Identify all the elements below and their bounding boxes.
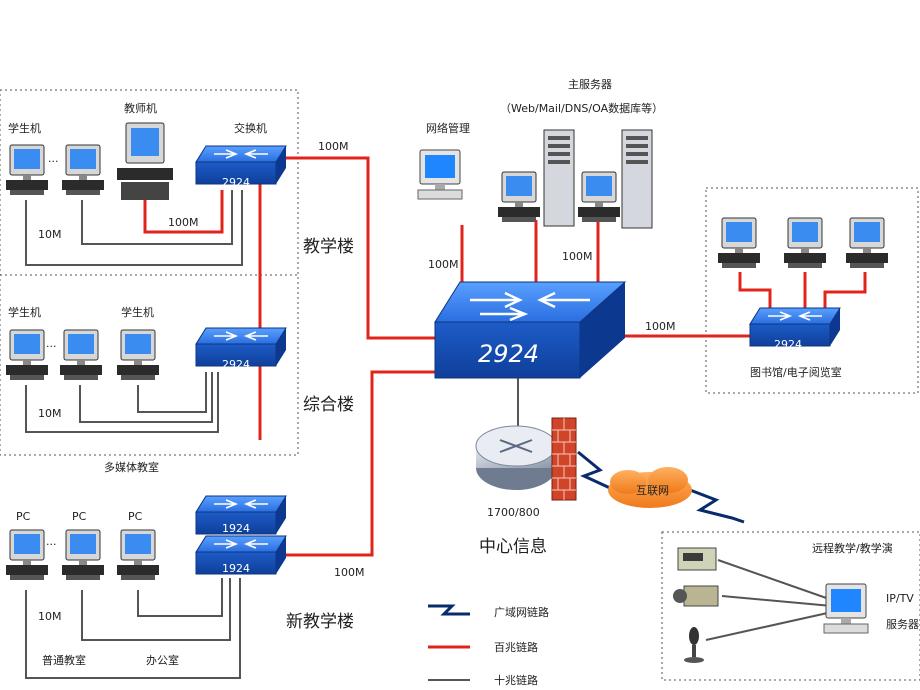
teaching-switch-model: 2924 <box>222 176 250 189</box>
student-pc-2 <box>61 144 105 196</box>
server-link-speed: 100M <box>562 250 593 263</box>
teacher-red-link <box>143 190 224 234</box>
student-pc-label-2: 学生机 <box>8 305 41 319</box>
library-switch-model: 2924 <box>774 338 802 351</box>
complex-uplink <box>286 370 440 557</box>
new-switch-bottom-model: 1924 <box>222 562 250 575</box>
remote-teaching-frame <box>661 531 920 681</box>
uplink-speed-teaching: 100M <box>318 140 349 153</box>
main-server-label: 主服务器 <box>568 78 612 91</box>
hundred-meg-links <box>143 156 867 557</box>
remote-link-3 <box>705 611 833 641</box>
library-pc-2 <box>783 217 827 269</box>
teacher-pc-label: 教师机 <box>124 101 157 115</box>
net-mgmt-pc <box>417 149 463 200</box>
gray-b2 <box>79 372 213 423</box>
ip-tv-server <box>823 583 869 634</box>
building-complex-label: 综合楼 <box>303 395 354 415</box>
building-teaching-label: 教学楼 <box>303 237 354 257</box>
microphone-icon <box>684 627 704 663</box>
server-2-monitor <box>577 171 621 223</box>
internet-label: 互联网 <box>636 484 669 497</box>
student-pc-3 <box>5 329 49 381</box>
library-frame <box>705 187 919 394</box>
library-link-speed: 100M <box>645 320 676 333</box>
legend-hundred-label: 百兆链路 <box>494 640 538 654</box>
camera-icon <box>673 585 719 607</box>
server-1 <box>543 129 575 227</box>
router <box>475 425 557 490</box>
gray-b3 <box>137 372 207 413</box>
router-model-label: 1700/800 <box>487 506 540 519</box>
ten-meg-links <box>25 190 833 679</box>
student-pc-label-1: 学生机 <box>8 121 41 135</box>
gray-c2 <box>81 578 231 641</box>
remote-teaching-label: 远程教学/教学演 <box>812 541 893 555</box>
legend-wan-label: 广域网链路 <box>494 605 549 619</box>
student-pc-label-3: 学生机 <box>121 305 154 319</box>
student-pc-5 <box>116 329 160 381</box>
remote-link-2 <box>721 595 833 607</box>
server-1-monitor <box>497 171 541 223</box>
gray-c3 <box>137 578 223 617</box>
wan-link-router-cloud <box>577 450 611 490</box>
net-mgmt-label: 网络管理 <box>426 121 470 135</box>
ellipsis-2: ··· <box>46 340 57 353</box>
internet-cloud-icon <box>608 467 692 508</box>
ellipsis-1: ··· <box>48 155 59 168</box>
wan-link-cloud-remote <box>689 488 745 524</box>
pc-label-3: PC <box>128 510 143 523</box>
teacher-link-speed: 100M <box>168 216 199 229</box>
student-link-speed-b: 10M <box>38 407 62 420</box>
server-2 <box>621 129 653 229</box>
pc-label-2: PC <box>72 510 87 523</box>
student-pc-4 <box>59 329 103 381</box>
library-label: 图书馆/电子阅览室 <box>750 365 842 379</box>
ip-tv-label: IP/TV <box>886 592 914 605</box>
ip-tv-server-label: 服务器 <box>886 618 919 631</box>
remote-link-1 <box>717 559 833 601</box>
uplink-speed-new: 100M <box>334 566 365 579</box>
office-pc-1 <box>5 529 49 581</box>
new-switch-top-model: 1924 <box>222 522 250 535</box>
core-switch <box>434 281 627 379</box>
building-new-teaching-label: 新教学楼 <box>286 612 354 632</box>
lib-pc1-link <box>738 272 772 310</box>
multimedia-room-label: 多媒体教室 <box>104 460 159 474</box>
legend-wan-swatch <box>428 604 470 616</box>
core-switch-model: 2924 <box>478 340 539 368</box>
library-pc-1 <box>717 217 761 269</box>
switch-label: 交换机 <box>234 121 267 135</box>
legend-ten-label: 十兆链路 <box>494 673 538 687</box>
complex-switch-model: 2924 <box>222 358 250 371</box>
office-pc-2 <box>61 529 105 581</box>
gray-a2 <box>81 190 233 245</box>
media-device-icon <box>677 547 717 571</box>
student-pc-1 <box>5 144 49 196</box>
server-services-label: （Web/Mail/DNS/OA数据库等） <box>500 101 663 115</box>
gray-b1 <box>25 372 219 433</box>
ordinary-classroom-label: 普通教室 <box>42 653 86 667</box>
firewall-icon <box>551 417 577 501</box>
teacher-pc <box>117 122 173 200</box>
office-label: 办公室 <box>146 653 179 667</box>
office-pc-3 <box>116 529 160 581</box>
student-link-speed-c: 10M <box>38 610 62 623</box>
gray-c1 <box>25 578 241 679</box>
mgmt-link-speed: 100M <box>428 258 459 271</box>
legend: 广域网链路 百兆链路 十兆链路 <box>428 604 549 687</box>
center-label: 中心信息 <box>479 537 547 557</box>
teaching-building-frame <box>0 89 299 456</box>
teaching-uplink <box>286 156 440 340</box>
lib-pc3-link <box>823 272 867 310</box>
library-pc-3 <box>845 217 889 269</box>
gray-a1 <box>25 190 243 266</box>
student-link-speed-a: 10M <box>38 228 62 241</box>
pc-label-1: PC <box>16 510 31 523</box>
ellipsis-3: ··· <box>46 538 57 551</box>
